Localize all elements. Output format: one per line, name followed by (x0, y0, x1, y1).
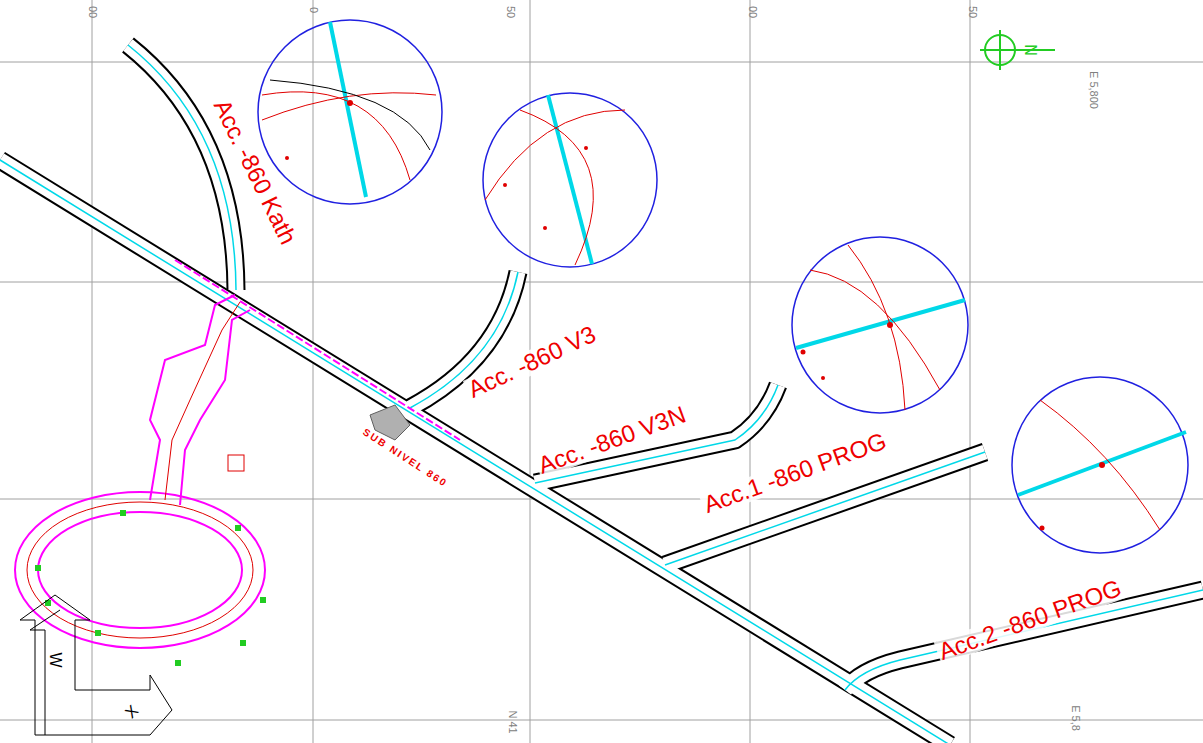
grid-coordinate: 50 (505, 6, 516, 18)
ramp (15, 260, 460, 648)
north-letter: N (1022, 44, 1038, 56)
axis-letter: W (47, 652, 63, 667)
drifts (0, 45, 1203, 743)
stereonets (258, 20, 1188, 553)
axis-letter: X (123, 703, 142, 722)
grid-coordinate: N 41 (507, 710, 518, 733)
north-arrow (980, 30, 1055, 70)
ucs-icon (20, 595, 172, 735)
poles (285, 100, 1105, 531)
grid-coordinate: E 5,800 (1088, 71, 1099, 109)
survey-marks (35, 510, 266, 666)
grid-coordinate: 50 (967, 6, 978, 18)
grid-coordinate: E 5,8 (1070, 705, 1081, 731)
grid-coordinate: 00 (747, 6, 758, 18)
grid-coordinate: 0 (308, 7, 319, 13)
grid-coordinate: 00 (87, 6, 98, 18)
